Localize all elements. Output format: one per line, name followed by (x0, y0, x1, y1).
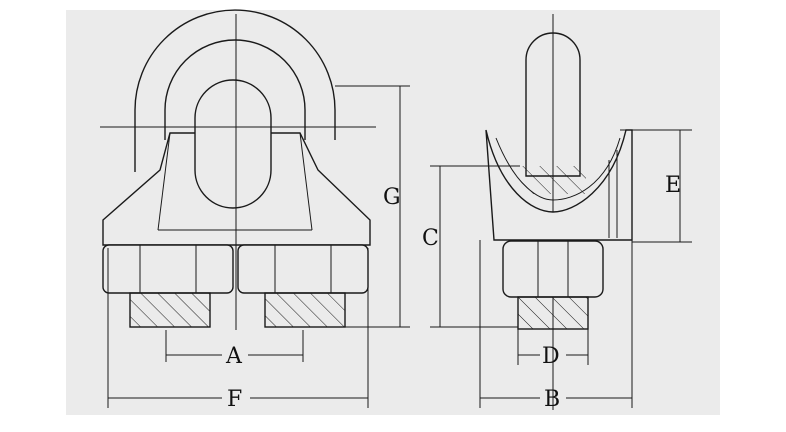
front-view (100, 9, 376, 330)
dim-g: G (335, 85, 410, 328)
dim-f: F (107, 248, 369, 412)
thread-end-right (264, 292, 346, 328)
nut-left (102, 244, 234, 294)
side-hatch-top (520, 166, 586, 194)
dim-b: B (479, 240, 633, 412)
nut-right (237, 244, 369, 294)
dim-a: A (165, 330, 304, 369)
dim-d: D (517, 329, 589, 369)
saddle-edge-right (299, 132, 313, 231)
thread-end-left (129, 292, 211, 328)
dimension-label-f: F (227, 387, 242, 412)
dimension-label-g: G (383, 185, 401, 210)
u-bolt-inner (164, 39, 306, 140)
dim-c: C (422, 165, 520, 328)
dimension-label-c: C (422, 226, 439, 251)
saddle-groove (495, 137, 621, 201)
dim-e: E (620, 129, 692, 243)
saddle-edge-left (157, 132, 171, 231)
thread-end-side (517, 296, 589, 330)
dimension-label-b: B (544, 387, 560, 412)
nut-side (502, 240, 604, 298)
dimension-label-d: D (542, 344, 560, 369)
dimension-label-a: A (225, 344, 243, 369)
saddle-side (485, 129, 633, 241)
dimension-label-e: E (665, 173, 681, 198)
u-bolt-outer (134, 9, 336, 172)
side-view (485, 14, 633, 410)
center-slot (194, 79, 272, 209)
